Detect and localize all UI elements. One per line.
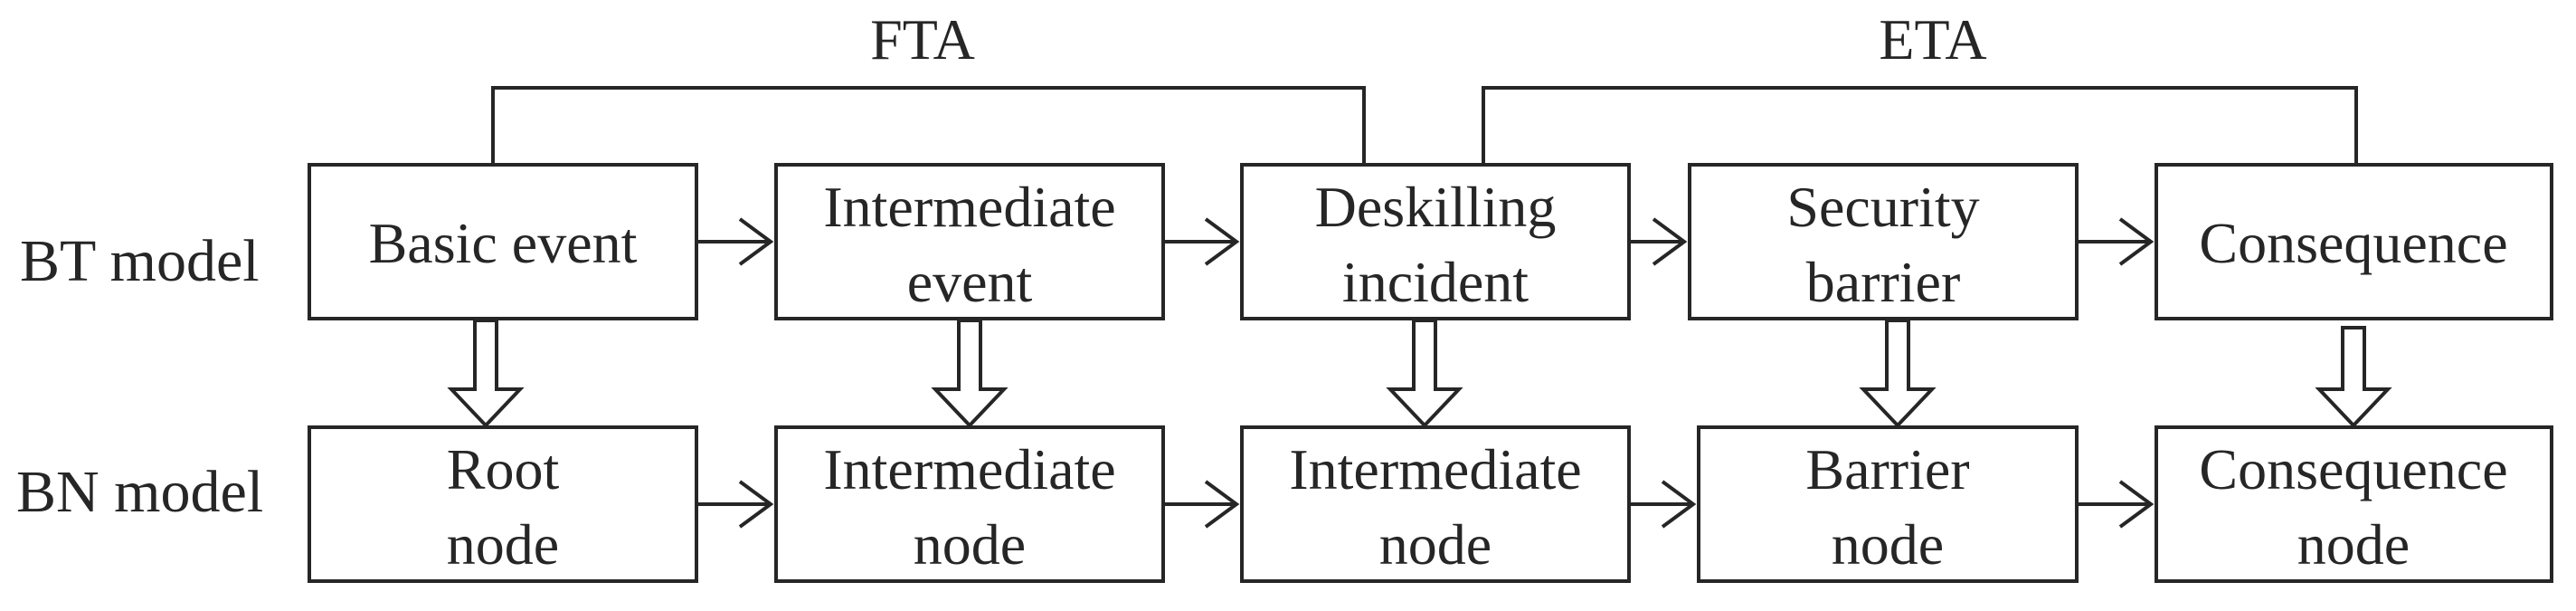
bn-node-label-line1: Consequence (2199, 437, 2507, 501)
bn-node-label-line2: node (2297, 512, 2410, 577)
down-arrow-icon (1386, 319, 1463, 428)
bt-horizontal-arrows (696, 217, 2155, 266)
arrow-right-icon (696, 480, 774, 529)
down-arrow-icon (2315, 326, 2392, 428)
eta-label: ETA (1879, 7, 1986, 72)
bn-node-label-line2: node (1379, 512, 1492, 577)
vertical-mapping-arrows (447, 319, 2392, 428)
arrow-right-icon (1629, 217, 1688, 266)
bn-node-label-line1: Barrier (1805, 437, 1969, 501)
down-arrow-icon (931, 319, 1009, 428)
bn-node-label-line1: Root (447, 437, 560, 501)
bn-node-consequence: Consequence node (2155, 425, 2553, 583)
arrow-right-icon (2077, 217, 2155, 266)
bt-node-security-barrier: Security barrier (1688, 163, 2079, 320)
bn-node-label-line2: node (914, 512, 1026, 577)
bt-node-intermediate-event: Intermediate event (774, 163, 1165, 320)
bn-node-barrier: Barrier node (1697, 425, 2079, 583)
bt-node-label: Basic event (369, 211, 638, 275)
down-arrow-icon (447, 319, 525, 428)
fta-bracket: FTA (491, 7, 1366, 165)
bn-model-label: BN model (16, 459, 263, 525)
bn-node-label-line1: Intermediate (823, 437, 1115, 501)
bn-horizontal-arrows (696, 480, 2155, 529)
bn-node-intermediate-2: Intermediate node (1240, 425, 1631, 583)
arrow-right-icon (1629, 480, 1697, 529)
fta-bracket-line (491, 86, 1366, 165)
bt-node-label-line1: Intermediate (823, 175, 1115, 239)
bt-node-label-line2: barrier (1806, 250, 1961, 314)
arrow-right-icon (1163, 480, 1240, 529)
bt-node-label: Consequence (2199, 211, 2507, 275)
arrow-right-icon (2077, 480, 2155, 529)
bt-node-label-line1: Security (1786, 175, 1979, 239)
arrow-right-icon (696, 217, 774, 266)
down-arrow-icon (1859, 319, 1937, 428)
bt-node-label-line2: incident (1342, 250, 1529, 314)
bn-node-intermediate-1: Intermediate node (774, 425, 1165, 583)
fta-label: FTA (870, 7, 975, 72)
bt-node-basic-event: Basic event (308, 163, 698, 320)
bn-node-label-line1: Intermediate (1289, 437, 1581, 501)
eta-bracket-line (1482, 86, 2358, 165)
eta-bracket: ETA (1482, 7, 2358, 165)
bn-node-label-line2: node (1832, 512, 1944, 577)
bn-node-label-line2: node (447, 512, 559, 577)
bt-model-label: BT model (20, 228, 260, 294)
bn-node-root: Root node (308, 425, 698, 583)
bt-node-consequence: Consequence (2155, 163, 2553, 320)
arrow-right-icon (1163, 217, 1240, 266)
bt-node-label-line1: Deskilling (1315, 175, 1557, 239)
bt-node-deskilling-incident: Deskilling incident (1240, 163, 1631, 320)
bt-node-label-line2: event (907, 250, 1033, 314)
